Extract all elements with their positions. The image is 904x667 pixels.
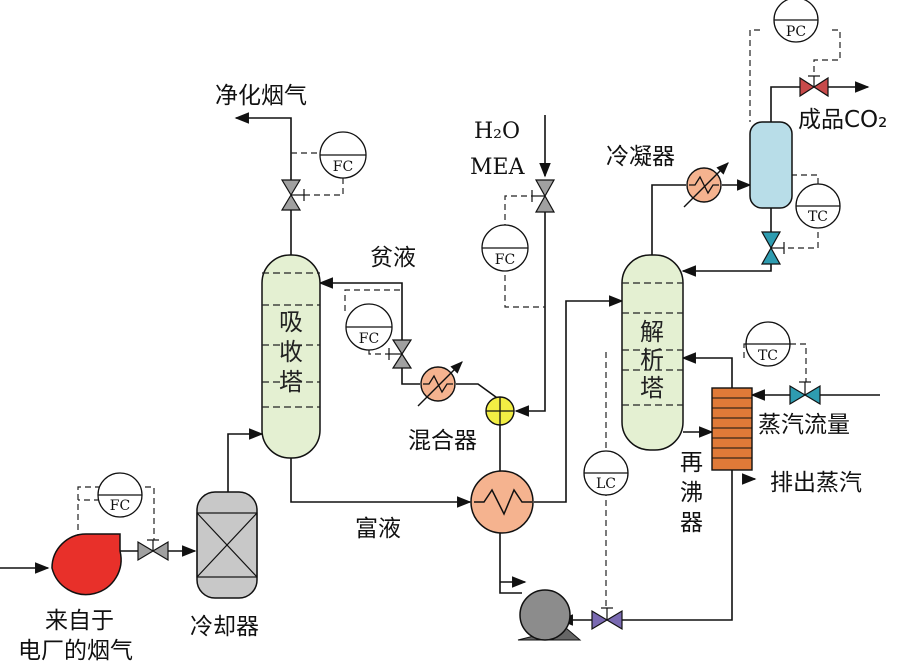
steam-flow-label: 蒸汽流量	[758, 412, 850, 438]
svg-text:LC: LC	[596, 476, 616, 492]
reboiler-label-2: 沸	[680, 480, 703, 506]
reflux-control-valve	[760, 231, 785, 265]
lean-cooler-heat-exchanger	[417, 361, 463, 407]
absorber-label-3: 塔	[279, 368, 303, 396]
condenser-heat-exchanger	[683, 162, 729, 208]
stripper-label-2: 析	[640, 346, 664, 374]
product-co2-label: 成品CO₂	[798, 107, 887, 133]
reboiler	[711, 387, 753, 471]
clean-flue-gas-label: 净化烟气	[215, 83, 307, 109]
rich-liquid-label: 富液	[355, 516, 401, 542]
flue-source-label-2: 电厂的烟气	[18, 638, 133, 664]
lc-instrument: LC	[583, 450, 629, 496]
rich-pump	[517, 589, 582, 641]
reboiler-label-1: 再	[680, 450, 703, 476]
main-heat-exchanger	[470, 470, 534, 534]
steam-out-label: 排出蒸汽	[770, 470, 862, 496]
water-label: H₂O	[474, 119, 520, 144]
stripper-label-1: 解	[640, 318, 664, 346]
stripper-label-3: 塔	[640, 374, 664, 402]
process-pipes	[0, 81, 880, 626]
fc-blower-instrument: FC	[97, 472, 143, 518]
fc-lean-instrument: FC	[345, 303, 393, 351]
tc-drum-instrument: TC	[795, 183, 841, 229]
clean-gas-control-valve	[280, 179, 305, 211]
cooler	[196, 491, 258, 599]
cooler-label: 冷却器	[190, 614, 259, 640]
absorber-label-1: 吸	[279, 308, 303, 336]
mea-label: MEA	[470, 155, 526, 180]
control-signal-lines	[77, 29, 841, 608]
mixer	[485, 396, 515, 426]
svg-text:FC: FC	[110, 498, 130, 514]
svg-text:TC: TC	[758, 348, 778, 364]
pc-instrument: PC	[773, 0, 819, 43]
reflux-drum	[749, 121, 793, 209]
svg-text:PC: PC	[786, 24, 806, 40]
mixer-label: 混合器	[408, 428, 477, 454]
mea-control-valve	[531, 179, 556, 213]
absorber-label-2: 收	[279, 338, 303, 366]
lean-control-valve	[388, 339, 413, 369]
stripper-tower	[621, 254, 684, 451]
svg-text:FC: FC	[359, 331, 379, 347]
fc-mea-instrument: FC	[481, 224, 529, 272]
flue-gas-blower	[51, 533, 122, 596]
fc-clean-gas-instrument: FC	[319, 131, 367, 179]
svg-text:TC: TC	[808, 209, 828, 225]
flue-source-label-1: 来自于	[45, 608, 114, 634]
tc-reboiler-instrument: TC	[745, 321, 791, 367]
svg-text:FC: FC	[333, 159, 353, 175]
lean-liquid-label: 贫液	[370, 245, 416, 271]
blower-control-valve	[137, 539, 169, 562]
absorber-tower	[261, 254, 321, 459]
reboiler-label-3: 器	[680, 510, 703, 536]
svg-text:FC: FC	[495, 252, 515, 268]
steam-control-valve	[789, 381, 821, 406]
level-control-valve	[591, 607, 623, 631]
condenser-label: 冷凝器	[606, 144, 675, 170]
product-pressure-valve	[799, 75, 829, 98]
